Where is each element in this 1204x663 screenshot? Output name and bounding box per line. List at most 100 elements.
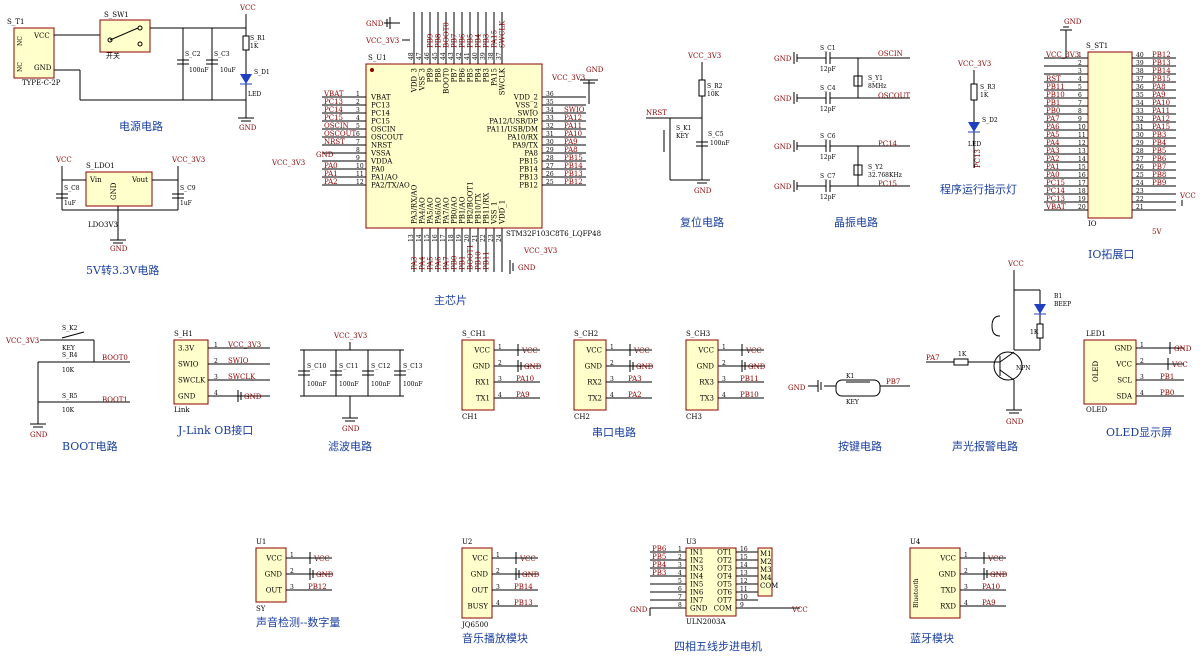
xtal-gnd: GND [774,183,792,191]
y1-ref: S_Y1 [868,75,883,82]
jlink-ref: S_H1 [174,330,193,338]
ldo-vout: Vout [131,176,148,184]
io-right-pin-num: 40 [1136,52,1144,59]
io-right-net: PB8 [1152,171,1166,179]
c9-val: 1uF [180,200,192,207]
io-left-pin-num: 18 [1078,188,1086,195]
mcu-bottom-pin-name: PB0/AO [451,196,459,224]
mcu-right-pin-name: SWIO [518,110,539,118]
power-vcc: VCC [239,4,256,12]
io-right-pin-num: 29 [1136,140,1144,147]
io-left-pin-num: 10 [1078,124,1086,131]
mcu-left-pin-num: 12 [356,179,364,186]
io-right-pin-num: 35 [1136,92,1144,99]
crystal-circuit: GNDS_C112pFGNDS_C412pFGNDS_C612pFGNDS_C7… [774,45,911,229]
section-filter: 滤波电路 [328,440,372,453]
mcu-top-pin-name: VSS_3 [419,68,427,91]
io-left-net: PB11 [1046,83,1065,91]
module-net: PA10 [982,583,1000,591]
mcu-left-net: OSCOUT [324,130,357,138]
module-body [461,339,495,411]
y2-val: 32.768KHz [868,172,902,179]
reset-gnd: GND [694,187,712,195]
module-net: PB14 [514,583,533,591]
t1-nc-top: NC [17,36,24,46]
module-pin-name: OUT [266,587,283,595]
uln-right-pin-num: 9 [740,602,744,609]
module-body [909,547,961,619]
io-left-pin-num: 4 [1078,76,1082,83]
mcu-left-pin-name: PC15 [371,118,390,126]
stepper-ref: U3 [686,538,696,546]
mcu-bottom-pin-num: 18 [448,234,455,242]
mcu-right-net: SWIO [564,106,585,114]
ldo-gnd-pin: GND [110,182,118,200]
mcu-top-pin-num: 45 [432,52,439,60]
io-left-pin-num: 3 [1078,68,1082,75]
module-body [685,339,719,411]
io-left-net: PB0 [1046,107,1060,115]
section-crystal: 晶振电路 [834,215,878,229]
io-right-net: PB13 [1152,59,1171,67]
jlink-pin-num: 1 [214,342,218,349]
filter-circuit: VCC_3V3 S_C10100nFS_C11100nFS_C12100nFS_… [298,332,423,453]
section-jlink: J-Link OB接口 [177,424,253,437]
mcu-bottom-pin-num: 23 [488,234,495,242]
mcu-right-pin-name: PB13 [519,174,538,182]
mcu-bottom-net: PA7 [443,256,451,270]
io-right-net: PA8 [1152,83,1166,91]
module-ref: S_CH1 [462,330,486,338]
module-pin-num: 4 [496,600,500,607]
mcu-right-gnd: GND [586,66,604,74]
module-pin-num: 2 [610,360,614,367]
ldo-vcc: VCC [55,156,72,164]
boot-circuit: VCC_3V3 S_K2 KEY BOOT0 S_R4 10K BOOT1 S_… [5,325,130,453]
k1-val: KEY [676,133,690,140]
mcu-right-net: PA8 [564,146,578,154]
c3-ref: S_C3 [214,51,230,58]
alarm-res-val: 1K [958,351,967,358]
uln-left-net: PB3 [652,569,666,577]
io-left-pin-num: 14 [1078,156,1086,163]
mcu-top-pin-name: PA15 [491,68,499,86]
io-left-pin-num: 6 [1078,92,1082,99]
io-left-net: VBAT [1045,203,1066,211]
io-left-net: PB1 [1046,99,1060,107]
module-pin-num: 3 [496,584,500,591]
run-led-vcc33: VCC_3V3 [957,60,991,68]
module-pin-num: 1 [722,344,726,351]
mcu-bottom-pin-name: VSS_1 [491,202,499,225]
uln-right-pin-num: 11 [740,586,748,593]
boot-boot0: BOOT0 [102,354,128,362]
io-right-pin-num: 30 [1136,132,1144,139]
io-left-pin-num: 1 [1078,52,1082,59]
mcu-bottom-pin-num: 19 [456,234,463,242]
io-right-net: PB15 [1152,75,1171,83]
oled-net: PB0 [1160,389,1174,397]
uln-right-pin-name: OT6 [717,589,732,597]
mcu-ref: S_U1 [368,54,387,62]
io-right-net: PB3 [1152,131,1166,139]
module-net: GND [636,363,654,371]
module-pin-name: TX1 [476,395,490,403]
d1-ref: S_D1 [254,69,270,76]
alarm-net: PA7 [926,354,940,362]
module-net: PA3 [628,375,642,383]
mcu-top-vcc33: VCC_3V3 [365,37,399,45]
mcu-top-pin-num: 42 [456,52,463,60]
power-gnd: GND [239,124,257,132]
mcu-bottom-pin-num: 20 [464,234,471,242]
mcu-left-net: OSCIN [324,122,349,130]
stepper-gnd: GND [630,606,648,614]
io-left-pin-num: 15 [1078,164,1086,171]
k2-ref: S_K2 [62,325,78,332]
xtal-gnd: GND [774,143,792,151]
k1-ref: S_K1 [676,125,691,132]
r2-ref: S_R2 [707,83,723,90]
ldo-vcc33: VCC_3V3 [171,156,205,164]
oled-pin-num: 4 [1140,390,1144,397]
io-ref: S_ST1 [1086,42,1108,50]
mcu-right-net: PA11 [564,122,582,130]
